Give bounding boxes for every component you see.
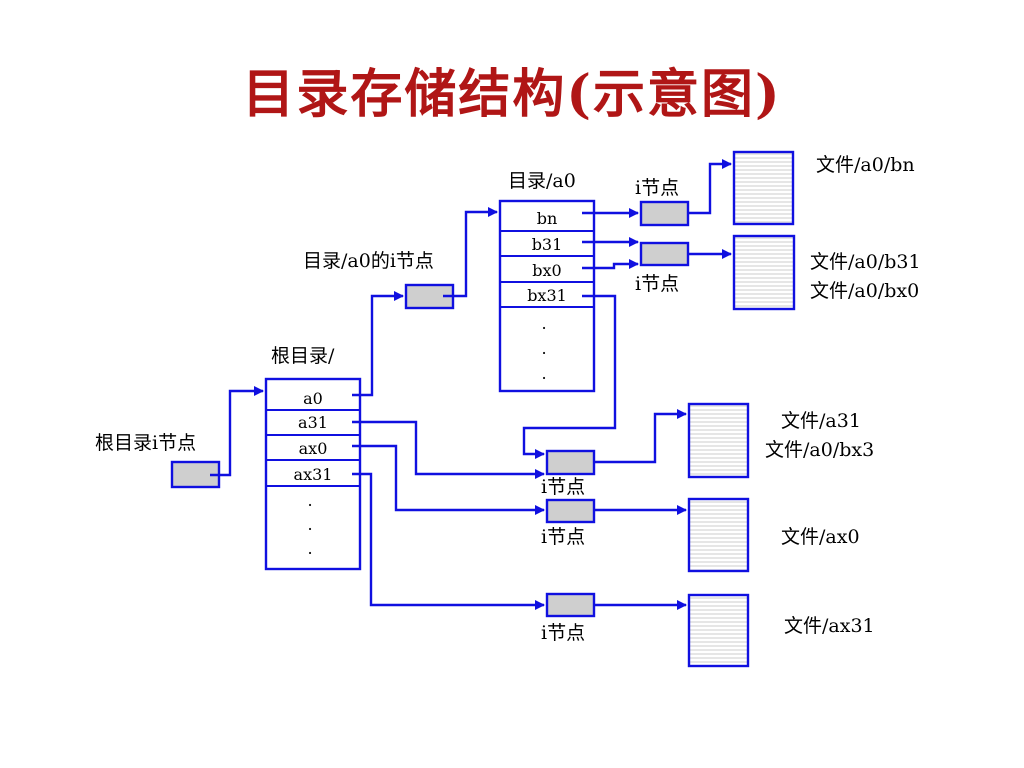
- connectors: [210, 159, 732, 610]
- arrow-a31-to-shared-inode: [352, 420, 545, 479]
- arrow-ax0-to-inode: [352, 444, 545, 515]
- file-block-a31-a0-bx3: [687, 402, 750, 479]
- a0-entry-b31: b31: [532, 235, 563, 254]
- root-entry-ax31: ax31: [294, 465, 333, 484]
- root-dir-label: 根目录/: [271, 345, 335, 367]
- file-label-a0-bx3: 文件/a0/bx3: [765, 439, 874, 461]
- a0-ellipsis-1: .: [541, 314, 546, 333]
- bn-inode-box: [639, 200, 690, 227]
- root-ellipsis-1: .: [307, 491, 312, 510]
- a0-entry-bx31: bx31: [527, 286, 567, 305]
- root-entry-a31: a31: [298, 413, 328, 432]
- ax0-inode-label: i节点: [541, 526, 585, 548]
- file-label-ax0: 文件/ax0: [781, 526, 860, 548]
- shared-inode-label: i节点: [541, 476, 585, 498]
- a0-entry-bx0: bx0: [532, 261, 561, 280]
- b31-bx0-inode-box: [639, 241, 690, 267]
- arrow-bn-inode-to-file: [688, 159, 732, 215]
- root-entry-a0: a0: [303, 389, 323, 408]
- bn-inode-label: i节点: [635, 177, 679, 199]
- arrow-shared-inode-to-file: [594, 409, 687, 464]
- root-ellipsis-3: .: [307, 539, 312, 558]
- ax31-inode-label: i节点: [541, 622, 585, 644]
- root-inode-label: 根目录i节点: [95, 432, 196, 454]
- arrow-ax31-to-inode: [352, 472, 545, 610]
- file-block-a0-bn: [732, 150, 795, 226]
- a0-ellipsis-2: .: [541, 339, 546, 358]
- file-label-a0-b31: 文件/a0/b31: [810, 251, 921, 273]
- file-block-ax31: [687, 593, 750, 668]
- b31-bx0-inode-label: i节点: [635, 273, 679, 295]
- arrow-a0-inode-to-a0-dir: [443, 207, 498, 298]
- slide-title: 目录存储结构(示意图): [242, 64, 782, 125]
- a0-dir-label: 目录/a0: [508, 170, 576, 192]
- file-label-ax31: 文件/ax31: [784, 615, 875, 637]
- a0-entry-bn: bn: [537, 209, 558, 228]
- arrow-a0-entry-to-a0-inode: [352, 291, 404, 397]
- a31-bx31-inode-box: [545, 449, 596, 476]
- a0-directory-table: bn b31 bx0 bx31 . . .: [498, 199, 596, 393]
- arrow-bx0-to-inode: [582, 259, 639, 270]
- file-label-a31: 文件/a31: [781, 410, 861, 432]
- root-entry-ax0: ax0: [299, 439, 328, 458]
- a0-ellipsis-3: .: [541, 364, 546, 383]
- file-block-a0-b31-bx0: [732, 234, 796, 311]
- ax31-inode-box: [545, 592, 596, 618]
- root-ellipsis-2: .: [307, 515, 312, 534]
- arrow-bx31-to-shared-inode: [522, 294, 617, 459]
- file-label-a0-bx0: 文件/a0/bx0: [810, 280, 919, 302]
- arrow-root-inode-to-root-dir: [210, 386, 264, 477]
- a0-inode-label: 目录/a0的i节点: [303, 250, 434, 272]
- file-label-a0-bn: 文件/a0/bn: [816, 154, 915, 176]
- file-block-ax0: [687, 497, 750, 573]
- ax0-inode-box: [545, 498, 596, 524]
- root-directory-table: a0 a31 ax0 ax31 . . .: [264, 377, 362, 571]
